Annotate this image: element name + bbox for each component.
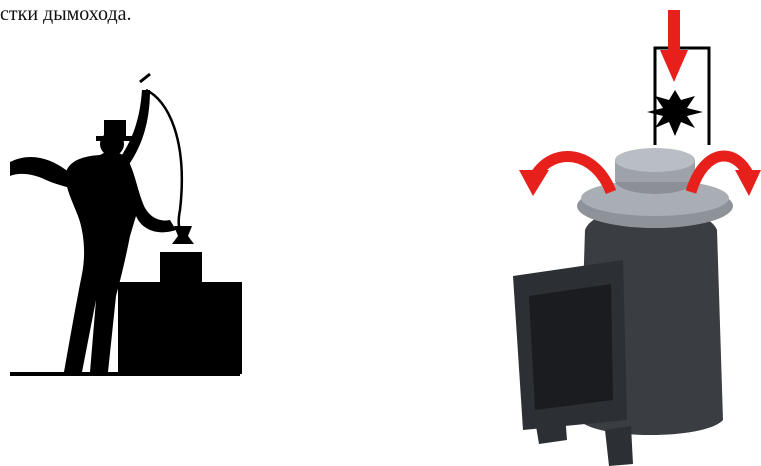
stove-collar-top xyxy=(615,148,695,172)
stove-leg-right xyxy=(605,426,633,466)
top-hat-brim xyxy=(96,136,134,141)
right-arrow-head xyxy=(735,170,761,196)
caption-text: стки дымохода. xyxy=(0,0,132,28)
chimney-sweep-illustration xyxy=(0,60,250,380)
sweep-rope xyxy=(146,90,182,236)
down-arrow-shaft xyxy=(668,10,680,54)
sweep-weight xyxy=(172,226,194,244)
top-hat-crown xyxy=(104,120,126,138)
chimney-pipe xyxy=(160,252,202,284)
chimney-block xyxy=(118,282,242,374)
rope-end xyxy=(140,74,150,82)
sauna-stove-illustration xyxy=(505,0,761,466)
left-arrow-head xyxy=(519,170,549,196)
stove-door-opening xyxy=(529,284,613,410)
down-arrow-head xyxy=(660,50,688,82)
